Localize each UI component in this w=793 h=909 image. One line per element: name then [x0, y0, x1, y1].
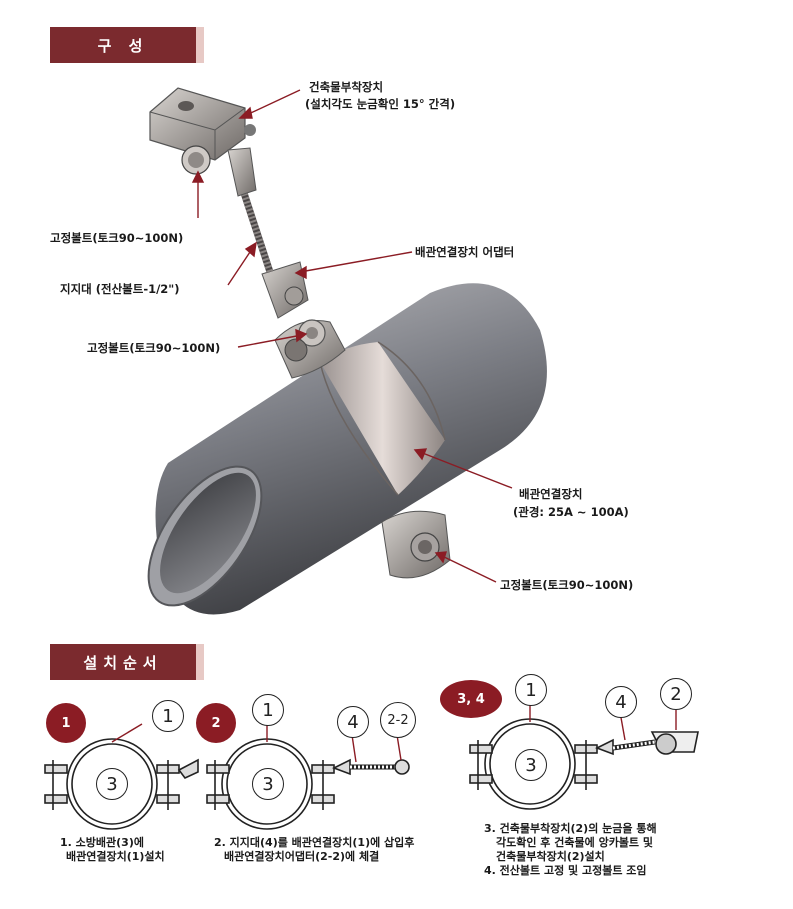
step34-part-1-label: 1	[515, 674, 547, 706]
step-34-caption: 3. 건축물부착장치(2)의 눈금을 통해 각도확인 후 건축물에 앙카볼트 및…	[484, 822, 657, 878]
step1-part-1-label: 1	[152, 700, 184, 732]
callout-pipe-adapter: 배관연결장치 어댑터	[415, 245, 515, 259]
step34-part-4-label: 4	[605, 686, 637, 718]
step-1-badge: 1	[46, 703, 86, 743]
callout-pipe-connector: 배관연결장치	[519, 487, 583, 501]
leader-lines	[191, 89, 513, 583]
step-1-caption-line1: 1. 소방배관(3)에	[60, 836, 144, 849]
callout-fixing-bolt-mid: 고정볼트(토크90~100N)	[87, 341, 221, 355]
step-1-caption: 1. 소방배관(3)에 배관연결장치(1)설치	[60, 836, 165, 864]
step-2-caption-line1: 2. 지지대(4)를 배관연결장치(1)에 삽입후	[214, 836, 415, 849]
step-34-caption-line3: 건축물부착장치(2)설치	[496, 850, 605, 863]
install-order-tab: 설치순서	[50, 644, 204, 680]
step2-part-4-label: 4	[337, 706, 369, 738]
step-34-caption-line2: 각도확인 후 건축물에 앙카볼트 및	[496, 836, 653, 849]
callout-support-rod: 지지대 (전산볼트-1/2")	[60, 282, 180, 296]
step-34-badge: 3, 4	[440, 680, 502, 718]
step1-part-3-label: 3	[96, 768, 128, 800]
step2-part-3-label: 3	[252, 768, 284, 800]
step-2-badge: 2	[196, 703, 236, 743]
callout-building-attach-note: (설치각도 눈금확인 15° 간격)	[305, 97, 456, 111]
step1-clamp-drawing	[44, 723, 199, 830]
composition-title: 구 성	[97, 36, 149, 55]
clamp-top-ears	[274, 319, 346, 379]
step2-part-1-label: 1	[252, 694, 284, 726]
pipe-adapter	[261, 261, 309, 319]
step34-part-3-label: 3	[515, 749, 547, 781]
callout-building-attach: 건축물부착장치	[309, 80, 384, 94]
step-2-caption-line2: 배관연결장치어댑터(2-2)에 체결	[224, 850, 380, 863]
step2-clamp-drawing	[206, 722, 410, 830]
step-34-caption-line4: 4. 전산볼트 고정 및 고정볼트 조임	[484, 864, 647, 877]
step34-part-2-label: 2	[660, 678, 692, 710]
step-34-caption-line1: 3. 건축물부착장치(2)의 눈금을 통해	[484, 822, 657, 835]
step34-clamp-drawing	[469, 704, 699, 810]
clamp-bottom-ears	[381, 510, 451, 579]
callout-fixing-bolt-top: 고정볼트(토크90~100N)	[50, 231, 184, 245]
step-2-caption: 2. 지지대(4)를 배관연결장치(1)에 삽입후 배관연결장치어댑터(2-2)…	[214, 836, 414, 864]
fire-pipe	[147, 283, 547, 615]
building-attachment-device	[149, 87, 257, 197]
callout-pipe-connector-size: (관경: 25A ~ 100A)	[513, 505, 629, 519]
composition-tab: 구 성	[50, 27, 204, 63]
step-1-caption-line2: 배관연결장치(1)설치	[66, 850, 165, 863]
pipe-connector-band	[319, 341, 446, 496]
install-order-title: 설치순서	[83, 653, 163, 672]
step2-part-2-2-label: 2-2	[380, 702, 416, 738]
callout-fixing-bolt-bottom: 고정볼트(토크90~100N)	[500, 578, 634, 592]
threaded-rod	[239, 188, 274, 274]
